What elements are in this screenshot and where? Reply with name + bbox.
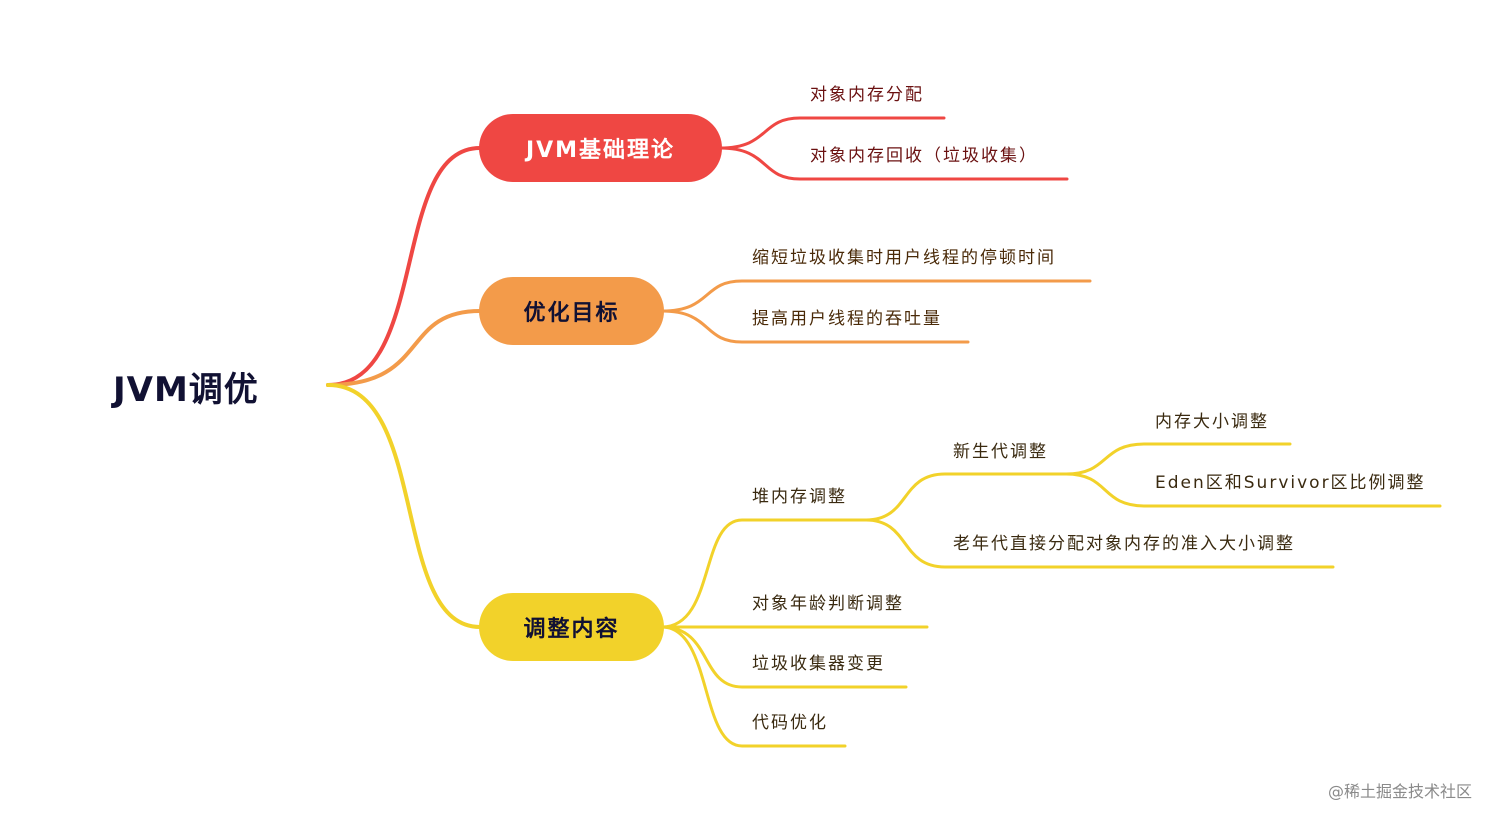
leaf-throughput: 提高用户线程的吞吐量 (752, 309, 942, 329)
edge-content-code (660, 625, 847, 748)
edge-goals-2 (660, 309, 970, 344)
branch-jvm-basics: JVM基础理论 (479, 114, 722, 182)
edge-content-heap (660, 518, 868, 629)
branch-tuning-content: 调整内容 (479, 593, 664, 661)
node-young-gen: 新生代调整 (953, 442, 1048, 462)
branch-optimization-goals: 优化目标 (479, 277, 664, 345)
leaf-eden-survivor-ratio: Eden区和Survivor区比例调整 (1155, 473, 1426, 493)
edge-root-to-goals (326, 309, 482, 387)
leaf-code-optimize: 代码优化 (752, 713, 828, 733)
leaf-object-gc: 对象内存回收（垃圾收集） (810, 146, 1038, 166)
node-heap-tuning: 堆内存调整 (752, 487, 847, 507)
edge-root-to-content (326, 383, 482, 629)
edge-basics-2 (718, 146, 1069, 181)
edge-root-to-jvm-basics (326, 146, 482, 387)
edge-young-size (1064, 442, 1292, 476)
edge-goals-1 (660, 279, 1092, 313)
leaf-reduce-pause: 缩短垃圾收集时用户线程的停顿时间 (752, 248, 1056, 268)
leaf-old-gen-threshold: 老年代直接分配对象内存的准入大小调整 (953, 534, 1295, 554)
root-node: JVM调优 (113, 370, 259, 410)
edge-content-gc (660, 625, 908, 689)
edge-heap-old (864, 518, 1335, 569)
edge-young-ratio (1064, 472, 1442, 508)
edge-heap-young (864, 472, 1068, 522)
leaf-memory-size: 内存大小调整 (1155, 412, 1269, 432)
edge-basics-1 (718, 116, 946, 150)
leaf-object-allocation: 对象内存分配 (810, 85, 924, 105)
leaf-gc-change: 垃圾收集器变更 (752, 654, 885, 674)
leaf-object-age: 对象年龄判断调整 (752, 594, 904, 614)
watermark: @稀土掘金技术社区 (1328, 782, 1473, 801)
